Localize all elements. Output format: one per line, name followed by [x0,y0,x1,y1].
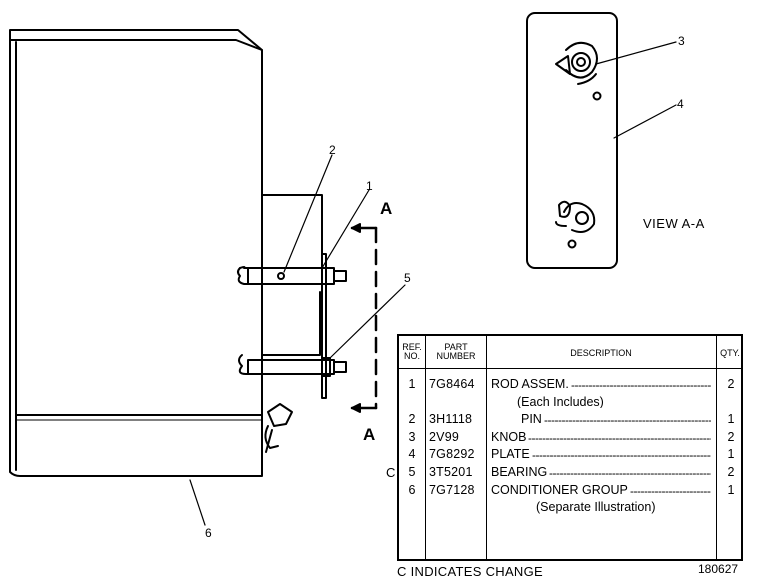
section-label-bottom: A [363,425,376,444]
callout-3: 3 [678,34,685,48]
row-qty: 2 [727,377,735,391]
footer-note: C INDICATES CHANGE [397,564,544,579]
plate-view [526,12,618,269]
row-description: KNOB [491,430,527,444]
row-leader: ----------------------------------------… [630,483,711,498]
row-leader: ----------------------------------------… [528,430,711,445]
row-description: (Each Includes) [517,395,604,409]
row-ref-no: 1 [408,377,416,391]
row-leader: ----------------------------------------… [532,448,711,463]
row-part-number: 7G8292 [429,447,475,462]
row-qty: 2 [727,429,735,444]
callout-5: 5 [404,271,411,285]
header-description: DESCRIPTION [570,348,632,358]
section-label-top: A [380,199,393,218]
latch-hardware [264,403,293,453]
row-ref-no: 6 [408,482,416,497]
plate-side-view [321,253,327,399]
conditioner-housing [9,29,323,477]
section-line [350,226,378,410]
callout-1: 1 [366,179,373,193]
row-part-number: 2V99 [429,429,459,444]
row-description: PLATE [491,448,530,461]
row-qty: 1 [727,482,735,497]
row-ref-no: 2 [408,412,416,427]
row-description: CONDITIONER GROUP [491,483,628,497]
illustration-number: 180627 [698,562,739,576]
row-part-number: 3H1118 [429,412,473,427]
row-qty: 1 [727,412,735,427]
row-ref-no: 4 [408,447,416,462]
row-ref-no: 5 [408,465,416,479]
row-description: (Separate Illustration) [536,501,656,514]
row-description: PIN [521,413,542,426]
callout-2: 2 [329,143,336,157]
row-leader: ----------------------------------------… [571,378,711,392]
header-qty: QTY. [720,348,740,358]
callout-6: 6 [205,526,212,540]
row-part-number: 7G7128 [429,482,475,497]
row-ref-no: 3 [408,429,416,444]
row-leader: ----------------------------------------… [544,413,711,428]
row-description: ROD ASSEM. [491,378,569,391]
row-part-number: 7G8464 [429,377,475,391]
upper-rod-assembly [237,266,347,285]
header-part-number: PART NUMBER [436,342,476,362]
header-ref-no: REF. NO. [402,342,422,362]
callout-4: 4 [677,97,684,111]
change-mark: C [386,465,396,480]
row-description: BEARING [491,466,548,479]
row-qty: 2 [727,465,735,479]
view-label: VIEW A-A [643,216,705,231]
row-part-number: 3T5201 [429,465,473,479]
row-qty: 1 [727,447,735,462]
row-leader: ----------------------------------------… [549,466,711,480]
